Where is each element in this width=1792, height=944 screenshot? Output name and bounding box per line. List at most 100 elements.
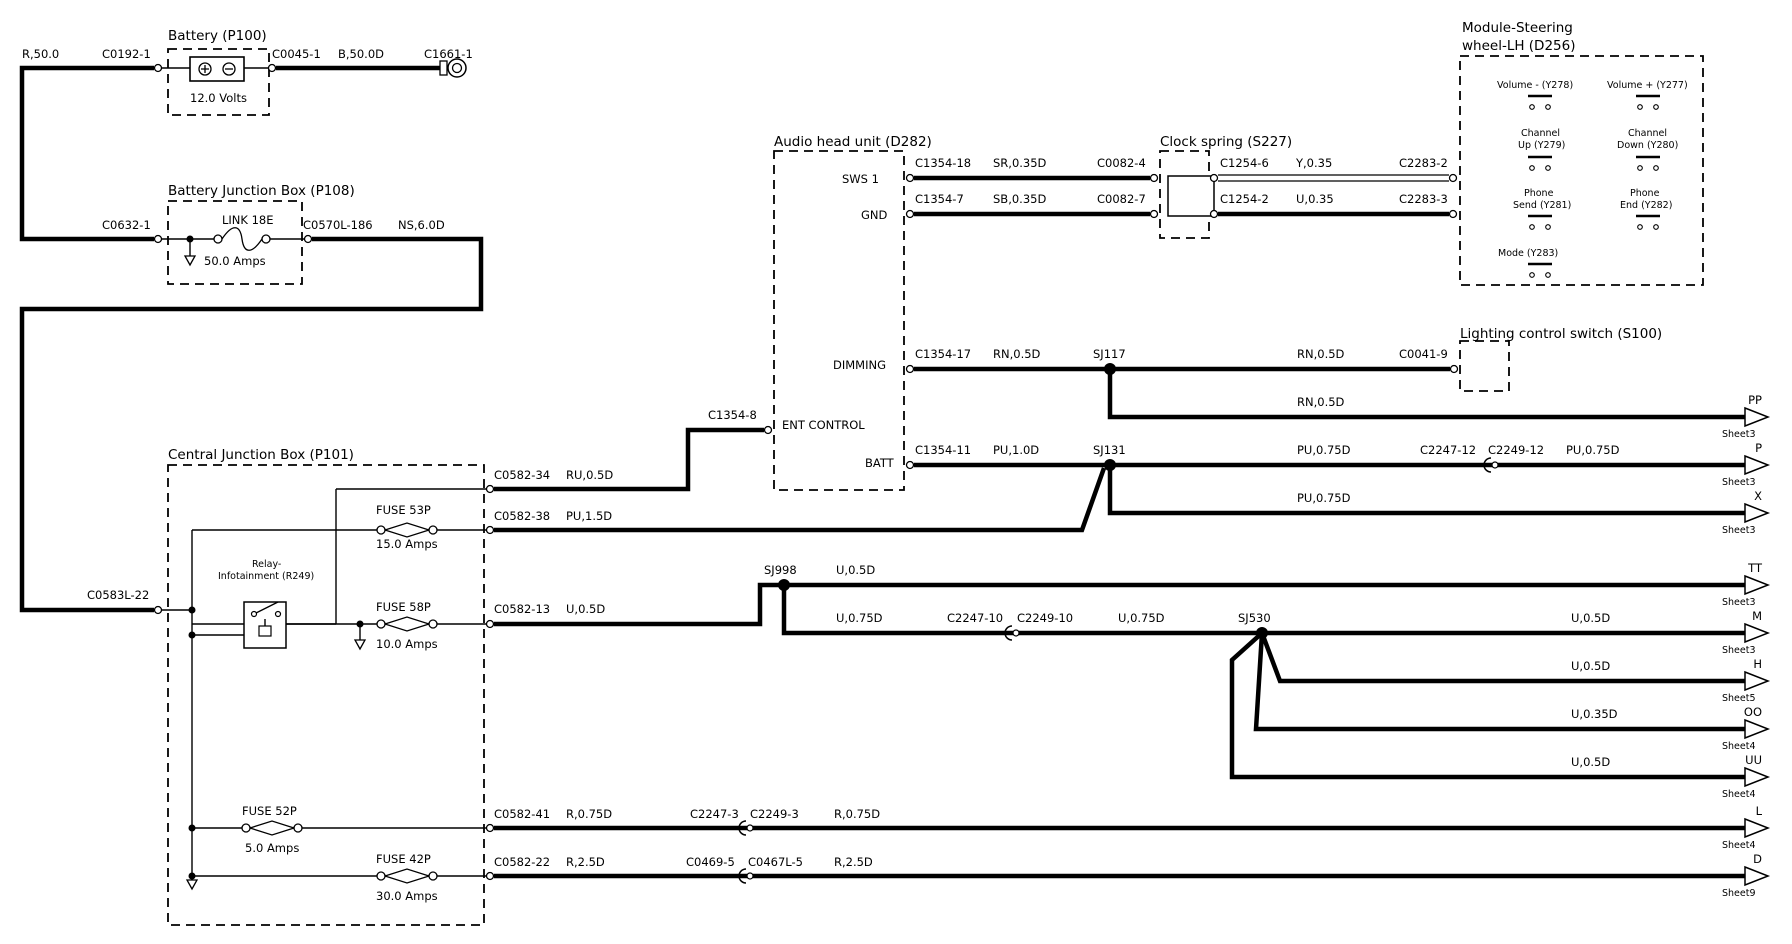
terminal-c1354-7 [905, 209, 915, 219]
label-u05tt: U,0.5D [836, 563, 875, 577]
offsheet-arrow-icon [1744, 670, 1771, 692]
terminal-c0082-4 [1149, 173, 1159, 183]
label-c0467: C0467L-5 [748, 855, 803, 869]
label-b50: B,50.0D [338, 47, 384, 61]
offsheet-arrow-icon [1744, 574, 1771, 596]
relay-contact-2 [274, 610, 282, 618]
battery-title: Battery (P100) [168, 28, 267, 44]
clock-title: Clock spring (S227) [1160, 134, 1292, 150]
battery-box [167, 48, 270, 116]
label-sj530: SJ530 [1238, 611, 1271, 625]
terminal-c0582-13 [485, 619, 495, 629]
fuse58-name: FUSE 58P [376, 600, 431, 614]
offsheet-arrow-icon [1744, 817, 1771, 839]
fuse53-icon [376, 522, 438, 538]
audio-title: Audio head unit (D282) [774, 134, 932, 150]
fuse52-name: FUSE 52P [242, 804, 297, 818]
fuse58-icon [376, 616, 438, 632]
label-c0582-34: C0582-34 [494, 468, 550, 482]
offsheet-code: L [1756, 804, 1763, 818]
fuse53-name: FUSE 53P [376, 503, 431, 517]
label-u05uu: U,0.5D [1571, 755, 1610, 769]
label-c1354-18: C1354-18 [915, 156, 971, 170]
switch-volume-minus: Volume - (Y278) [1497, 80, 1573, 110]
fuse53-rating: 15.0 Amps [376, 537, 438, 551]
bjb-title: Battery Junction Box (P108) [168, 183, 355, 199]
audio-pin-sws1: SWS 1 [842, 172, 879, 186]
svg-text:Volume + (Y277): Volume + (Y277) [1607, 80, 1688, 91]
offsheet-arrow-icon [1744, 622, 1771, 644]
inline-connector-c2247-10 [1004, 625, 1020, 641]
wire-ns6 [19, 236, 484, 613]
terminal-c1354-11 [905, 460, 915, 470]
battery-cell [189, 56, 245, 82]
cjb-ground-icon [185, 879, 199, 891]
label-c0469: C0469-5 [686, 855, 735, 869]
switch-volume-plus: Volume + (Y277) [1607, 80, 1688, 110]
terminal-c1354-17 [905, 364, 915, 374]
label-c2283-2: C2283-2 [1399, 156, 1448, 170]
label-c1254-6: C1254-6 [1220, 156, 1269, 170]
label-c1354-7: C1354-7 [915, 192, 964, 206]
label-u05a: U,0.5D [566, 602, 605, 616]
wire-u05-uu [1229, 631, 1745, 780]
offsheet-sheet: Sheet4 [1722, 840, 1756, 851]
wire-u05-h [1259, 632, 1745, 684]
cjb-title: Central Junction Box (P101) [168, 447, 354, 463]
offsheet-code: H [1753, 657, 1762, 671]
label-c1661: C1661-1 [424, 47, 473, 61]
wire-pu-x [1107, 465, 1745, 516]
cjb-bus-dot-1 [188, 606, 196, 614]
svg-text:Up (Y279): Up (Y279) [1518, 140, 1565, 151]
bjb-box [167, 200, 303, 285]
splice-sj998 [778, 579, 790, 591]
bjb-link-label: LINK 18E [222, 213, 274, 227]
wire-pu15 [494, 467, 1107, 533]
offsheet-sheet: Sheet3 [1722, 645, 1756, 656]
offsheet-arrow-icon [1744, 766, 1771, 788]
svg-text:Volume - (Y278): Volume - (Y278) [1497, 80, 1573, 91]
label-c0582-38: C0582-38 [494, 509, 550, 523]
label-c1354-11: C1354-11 [915, 443, 971, 457]
offsheet-group: PPSheet3PSheet3XSheet3TTSheet3MSheet3HSh… [1722, 393, 1771, 899]
label-pu15: PU,1.5D [566, 509, 612, 523]
terminal-c0570 [303, 234, 313, 244]
label-c2283-3: C2283-3 [1399, 192, 1448, 206]
svg-text:Down (Y280): Down (Y280) [1617, 140, 1678, 151]
terminal-c0583 [153, 605, 163, 615]
offsheet-code: P [1755, 441, 1762, 455]
relay-contact-1 [250, 610, 258, 618]
relay-switch-arm [253, 601, 279, 615]
bjb-link-rating: 50.0 Amps [204, 254, 266, 268]
label-c2249-12: C2249-12 [1488, 443, 1544, 457]
audio-pin-gnd: GND [861, 208, 888, 222]
bjb-ground-icon [183, 255, 197, 267]
offsheet-sheet: Sheet3 [1722, 597, 1756, 608]
inline-connector-c0469 [738, 868, 754, 884]
battery-plus-icon [198, 62, 212, 76]
terminal-c1354-18 [905, 173, 915, 183]
wire-rn-pp [1107, 369, 1745, 420]
label-u035oo: U,0.35D [1571, 707, 1618, 721]
lighting-title: Lighting control switch (S100) [1460, 326, 1662, 342]
terminal-c0192 [153, 63, 163, 73]
label-u05m: U,0.5D [1571, 611, 1610, 625]
audio-box [773, 150, 905, 491]
fuse52-rating: 5.0 Amps [245, 841, 299, 855]
steering-title-1: Module-Steering [1462, 20, 1573, 36]
label-pu075a: PU,0.75D [1297, 443, 1351, 457]
label-u035: U,0.35 [1296, 192, 1334, 206]
terminal-c2283-3 [1448, 209, 1458, 219]
fuse42-rating: 30.0 Amps [376, 889, 438, 903]
label-u075b: U,0.75D [1118, 611, 1165, 625]
steering-title-2: wheel-LH (D256) [1462, 38, 1576, 54]
label-sj998: SJ998 [764, 563, 797, 577]
terminal-c0582-38 [485, 525, 495, 535]
fuse52-icon [241, 820, 303, 836]
relay-label-1: Relay- [252, 559, 281, 570]
label-c0583: C0583L-22 [87, 588, 149, 602]
label-sb035: SB,0.35D [993, 192, 1046, 206]
